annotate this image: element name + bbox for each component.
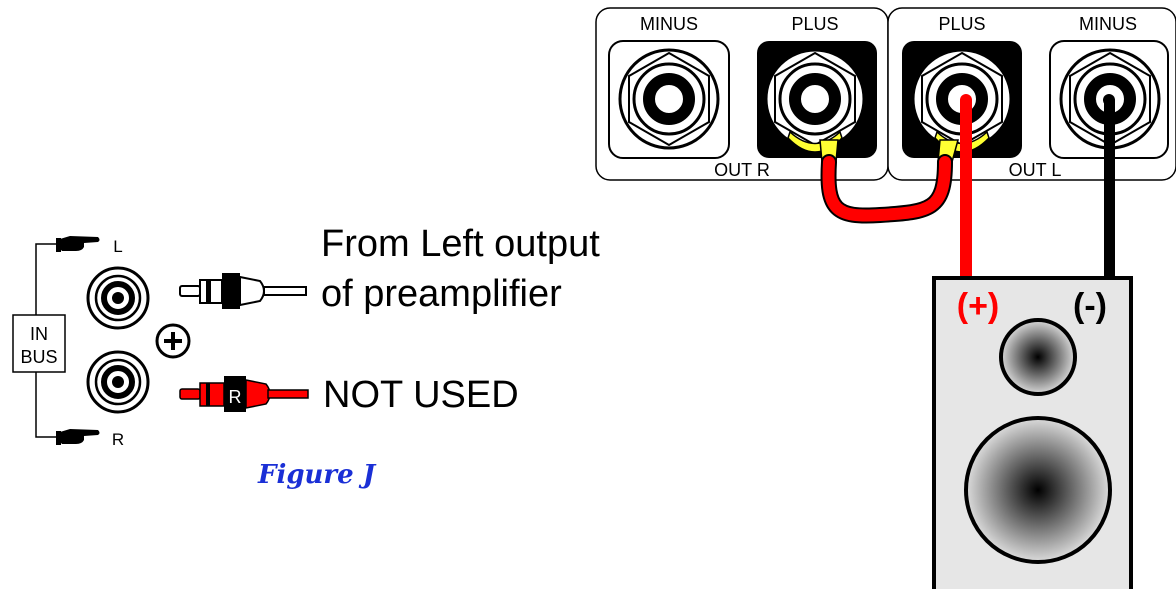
bridge-wire: [787, 130, 990, 224]
speaker-lead-plus: [960, 94, 972, 278]
terminal-panel-left: PLUS MINUS OUT L: [887, 7, 1176, 181]
speaker-minus-label: (-): [1073, 287, 1107, 325]
pointing-hand-icon: [56, 236, 100, 252]
in-bus-box: [12, 314, 66, 373]
rca-plug-right: R: [179, 376, 309, 412]
rca-jack-right[interactable]: [86, 350, 150, 414]
out-label-right: OUT R: [714, 160, 770, 180]
pointing-hand-icon: [56, 429, 100, 445]
binding-post-minus-right[interactable]: [608, 40, 730, 159]
input-bus: IN BUS L R: [12, 223, 600, 449]
in-bus-line2: BUS: [20, 347, 57, 367]
out-label-left: OUT L: [1009, 160, 1062, 180]
rca-jack-left[interactable]: [86, 266, 150, 330]
minus-label-left: MINUS: [1079, 14, 1137, 34]
woofer: [964, 416, 1112, 564]
speaker-cabinet: (+) (-): [932, 276, 1133, 589]
tweeter: [999, 318, 1077, 396]
binding-post-plus-right[interactable]: [757, 41, 877, 158]
in-bus-line1: IN: [30, 324, 48, 344]
terminal-panel-right: MINUS PLUS OUT R: [595, 7, 889, 181]
figure-caption: Figure J: [257, 460, 377, 490]
speaker-lead-minus: [1103, 94, 1115, 278]
rca-plug-left: [179, 273, 307, 309]
minus-label-right: MINUS: [640, 14, 698, 34]
ground-screw-icon: [155, 323, 191, 359]
speaker-plus-label: (+): [957, 287, 1000, 325]
bus-left-label: L: [113, 237, 122, 256]
plus-label-right: PLUS: [791, 14, 838, 34]
bus-right-label: R: [112, 430, 124, 449]
left-input-note-line1: From Left output: [321, 223, 600, 265]
plus-label-left: PLUS: [938, 14, 985, 34]
r-plug-label: R: [229, 387, 242, 407]
right-input-note: NOT USED: [323, 374, 519, 416]
left-input-note-line2: of preamplifier: [321, 273, 562, 315]
